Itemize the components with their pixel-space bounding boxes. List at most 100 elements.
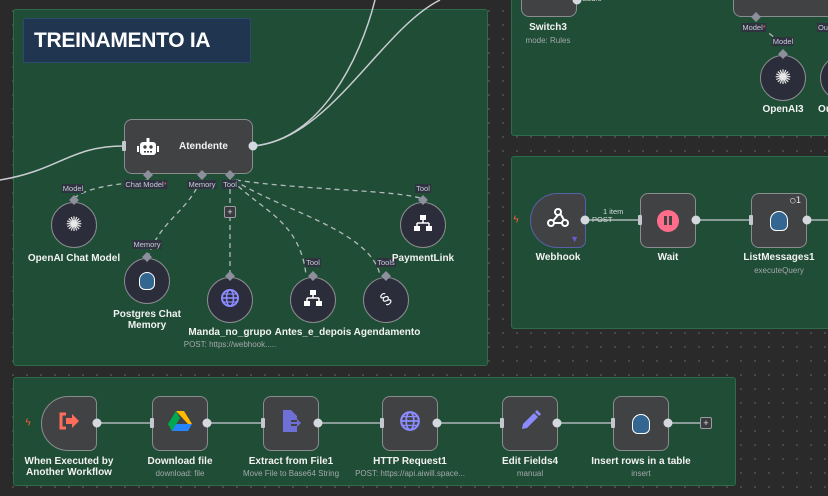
listmessages-input-port[interactable] — [749, 215, 753, 225]
exit-arrow-icon — [58, 412, 80, 435]
label-edit-fields4: Edit Fields4 — [501, 456, 559, 467]
node-top-agent[interactable] — [733, 0, 828, 17]
subtitle-listmessages1: executeQuery — [754, 266, 804, 275]
webhook-icon — [547, 207, 569, 234]
openai-icon: ✺ — [65, 214, 83, 236]
download-input-port[interactable] — [150, 418, 154, 428]
listmessages-output-port[interactable] — [802, 215, 812, 225]
edit-output-port[interactable] — [552, 418, 562, 428]
edit-input-port[interactable] — [500, 418, 504, 428]
port-label-memory-sub: Memory — [132, 240, 162, 249]
insert-output-port[interactable] — [663, 418, 673, 428]
node-insert-rows[interactable] — [613, 396, 669, 451]
node-atendente-title: Atendente — [179, 141, 228, 152]
extract-input-port[interactable] — [261, 418, 265, 428]
when-executed-output-port[interactable] — [92, 418, 102, 428]
network-icon — [414, 214, 432, 236]
label-openai-chat-model: OpenAI Chat Model — [27, 253, 121, 264]
globe-icon — [220, 288, 240, 313]
label-openai3: OpenAI3 — [762, 104, 804, 115]
node-wait[interactable] — [640, 193, 696, 248]
subtitle-switch3: mode: Rules — [525, 36, 571, 45]
node-openai3[interactable]: ✺ — [760, 55, 806, 101]
label-webhook: Webhook — [535, 252, 581, 263]
port-label-tool: Tool — [222, 180, 238, 189]
subtitle-edit-fields4: manual — [516, 469, 544, 478]
trigger-bolt-icon: ϟ — [25, 417, 31, 429]
pencil-icon — [519, 410, 541, 437]
label-listmessages1: ListMessages1 — [743, 252, 815, 263]
node-openai-chat-model[interactable]: ✺ — [51, 202, 97, 248]
node-manda-no-grupo[interactable] — [207, 277, 253, 323]
node-atendente[interactable]: Atendente — [124, 119, 253, 174]
openai-icon: ✺ — [774, 67, 792, 89]
postgres-icon — [139, 272, 155, 290]
node-agendamento[interactable]: § — [363, 277, 409, 323]
label-insert-rows: Insert rows in a table — [591, 456, 691, 467]
badge-retry-count: ○1 — [790, 196, 801, 206]
port-label-openai3: Model — [771, 37, 795, 46]
extract-output-port[interactable] — [313, 418, 323, 428]
node-antes-e-depois[interactable] — [290, 277, 336, 323]
pin-icon: ▼ — [570, 234, 579, 244]
sticky-note-title[interactable]: TREINAMENTO IA — [23, 18, 251, 63]
trigger-bolt-icon: ϟ — [513, 214, 519, 226]
robot-icon — [137, 137, 159, 156]
network-icon — [304, 289, 322, 311]
node-extract-from-file[interactable] — [263, 396, 319, 451]
label-when-executed-line2: Another Workflow — [26, 467, 112, 478]
atendente-input-port[interactable] — [122, 141, 126, 151]
label-switch3: Switch3 — [529, 22, 567, 33]
port-label-chat-model: Chat Model* — [124, 180, 168, 189]
port-label-top-model: Model* — [741, 23, 767, 32]
insert-input-port[interactable] — [611, 418, 615, 428]
port-label-top-output: Out — [816, 23, 828, 32]
node-when-executed[interactable] — [41, 396, 97, 451]
node-paymentlink[interactable] — [400, 202, 446, 248]
port-label-payment: Tool — [415, 184, 431, 193]
edge-items-count: 1 item — [603, 207, 624, 216]
webhook-output-port[interactable] — [580, 215, 590, 225]
port-label-antes: Tool — [305, 258, 321, 267]
label-postgres-line2: Memory — [127, 320, 167, 331]
add-tool-button[interactable]: + — [224, 206, 236, 218]
node-http-request1[interactable] — [382, 396, 438, 451]
label-extract-from-file: Extract from File1 — [248, 456, 334, 467]
subtitle-download-file: download: file — [155, 469, 205, 478]
node-webhook[interactable]: ▼ — [530, 193, 586, 248]
node-postgres-chat-memory[interactable] — [124, 258, 170, 304]
label-paymentlink: PaymentLink — [391, 253, 455, 264]
switch3-output-port[interactable] — [572, 0, 582, 5]
subtitle-http-request1: POST: https://api.aiwill.space... — [355, 469, 465, 478]
pause-icon — [657, 209, 679, 232]
http-input-port[interactable] — [380, 418, 384, 428]
node-switch3[interactable] — [521, 0, 577, 17]
label-download-file: Download file — [147, 456, 213, 467]
globe-icon — [399, 410, 421, 437]
atendente-output-port[interactable] — [248, 141, 258, 151]
google-drive-icon — [168, 411, 192, 436]
port-label-agendamento: Tools — [376, 258, 396, 267]
label-partial-right: Ou — [818, 104, 828, 115]
http-output-port[interactable] — [432, 418, 442, 428]
label-when-executed-line1: When Executed by — [24, 456, 114, 467]
node-download-file[interactable] — [152, 396, 208, 451]
file-export-icon — [281, 410, 301, 437]
port-label-model: Model — [61, 184, 85, 193]
node-listmessages1[interactable]: ○1 — [751, 193, 807, 248]
subtitle-manda-no-grupo: POST: https://webhook..... — [183, 340, 277, 349]
label-antes-e-depois: Antes_e_depois — [274, 327, 352, 338]
subtitle-extract-from-file: Move File to Base64 String — [242, 469, 340, 478]
switch3-output-label: audio — [582, 0, 602, 4]
label-agendamento: Agendamento — [353, 327, 421, 338]
wait-output-port[interactable] — [691, 215, 701, 225]
webhook-output-label: POST — [592, 215, 613, 224]
subtitle-insert-rows: insert — [631, 469, 651, 478]
download-output-port[interactable] — [202, 418, 212, 428]
spiral-tool-icon: § — [376, 290, 395, 309]
label-manda-no-grupo: Manda_no_grupo — [188, 327, 272, 338]
wait-input-port[interactable] — [638, 215, 642, 225]
add-node-button[interactable]: + — [700, 417, 712, 429]
node-edit-fields4[interactable] — [502, 396, 558, 451]
label-http-request1: HTTP Request1 — [373, 456, 447, 467]
